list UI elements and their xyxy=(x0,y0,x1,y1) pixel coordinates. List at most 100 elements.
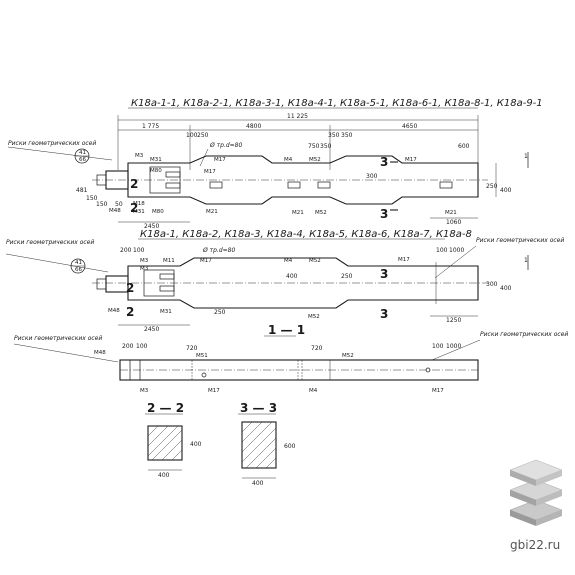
dim-bottom-1: 2450 xyxy=(144,223,159,230)
section-3-3: 3 — 3 400 600 xyxy=(238,401,296,487)
dim-mid-8: 250 xyxy=(341,273,353,280)
tag-elev-m4: М4 xyxy=(309,388,318,394)
cut-mark-3-mid-top: 3 xyxy=(380,267,388,281)
risk-leader xyxy=(7,146,113,161)
dim-elev-4: 720 xyxy=(311,345,323,352)
risk-leader xyxy=(431,339,481,361)
tag-m17-c: М17 xyxy=(405,157,417,163)
sheet-ref-mid-bottom: 66 xyxy=(75,267,82,273)
dim-mid-1: 200 xyxy=(120,247,132,254)
cut-mark-2-top: 2 xyxy=(130,177,138,191)
dim-small-4: 350 xyxy=(341,132,353,139)
arrow-1-top: 1 xyxy=(524,153,528,160)
embedded-plate xyxy=(165,182,181,189)
tag-mid-m3-b: М3 xyxy=(140,266,149,272)
section-3-rect xyxy=(241,421,277,469)
cut-mark-2-bottom: 2 xyxy=(130,201,138,215)
section-3-width: 400 xyxy=(252,480,264,487)
embedded-plate xyxy=(317,181,331,189)
embedded-plate xyxy=(209,181,223,189)
tag-mid-m31: М31 xyxy=(160,309,172,315)
dim-left-3: 150 xyxy=(96,201,108,208)
watermark-logo: gbi22.ru xyxy=(509,459,563,552)
section-3-hatching xyxy=(241,421,277,469)
risk-leader xyxy=(434,245,477,279)
dim-mid-7: 250 xyxy=(214,309,226,316)
section-2-title: 2 — 2 xyxy=(147,401,184,415)
tag-elev-m51: М51 xyxy=(196,353,208,359)
tag-mid-m52-a: М52 xyxy=(309,258,321,264)
dim-top-2: 4800 xyxy=(246,123,261,130)
tag-m18: М18 xyxy=(133,201,145,207)
anchor-point xyxy=(201,372,207,378)
sheet-ref-top: 41 xyxy=(79,150,86,156)
tag-elev-m52: М52 xyxy=(342,353,354,359)
middle-plan: К18а-1, К18а-2, К18а-3, К18а-4, К18а-5, … xyxy=(5,229,564,333)
leader-line xyxy=(199,148,209,167)
sheet-ref-mid-top: 41 xyxy=(75,260,82,266)
risk-leader xyxy=(13,343,119,363)
stacked-slabs-icon xyxy=(509,459,563,526)
dim-bottom-2: 1060 xyxy=(446,219,461,226)
tag-m52-b: М52 xyxy=(315,210,327,216)
column-cap-mid xyxy=(96,278,107,290)
tag-mid-m52-b: М52 xyxy=(308,314,320,320)
tag-m80-b: М80 xyxy=(152,209,164,215)
tag-mid-m17-b: М17 xyxy=(398,257,410,263)
tag-m80: М80 xyxy=(150,168,162,174)
dim-top-3: 4650 xyxy=(402,123,417,130)
section-2-hatching xyxy=(147,425,183,461)
column-outline-top xyxy=(127,155,479,205)
section-2-2: 2 — 2 400 400 xyxy=(145,401,202,479)
dim-elev-5: 100 xyxy=(432,343,444,350)
tag-elev-m17-a: М17 xyxy=(208,388,220,394)
tag-m17-b: М17 xyxy=(204,169,216,175)
dim-right-1: 400 xyxy=(500,187,512,194)
watermark-text: gbi22.ru xyxy=(510,538,560,552)
sheet-ref-bottom: 66 xyxy=(79,157,86,163)
dim-mid-3: 100 xyxy=(436,247,448,254)
cut-mark-2-mid-bottom: 2 xyxy=(126,305,134,319)
dim-small-7: 600 xyxy=(458,143,470,150)
section-2-height: 400 xyxy=(190,441,202,448)
risk-label-mid-left: Риски геометрических осей xyxy=(6,239,94,246)
risk-label-elev-right: Риски геометрических осей xyxy=(480,331,568,338)
section-2-rect xyxy=(147,425,183,461)
tag-m17-a: М17 xyxy=(214,157,226,163)
elevation-title: 1 — 1 xyxy=(268,323,305,337)
tag-mid-m11: М11 xyxy=(163,258,175,264)
cut-mark-3-bottom: 3 xyxy=(380,207,388,221)
tag-m31-b: М31 xyxy=(133,209,145,215)
tag-m48: М48 xyxy=(109,208,121,214)
top-plan-title: К18а-1-1, К18а-2-1, К18а-3-1, К18а-4-1, … xyxy=(131,98,543,109)
dim-elev-1: 200 xyxy=(122,343,134,350)
tag-m21-c: М21 xyxy=(206,209,218,215)
dim-elev-3: 720 xyxy=(186,345,198,352)
column-outline-mid xyxy=(127,257,479,309)
section-3-height: 600 xyxy=(284,443,296,450)
dim-mid-4: 1000 xyxy=(449,247,464,254)
dim-left-1: 481 xyxy=(76,187,88,194)
tag-m52-a: М52 xyxy=(309,157,321,163)
risk-label-elev-left: Риски геометрических осей xyxy=(14,335,102,342)
dim-elev-6: 1000 xyxy=(446,343,461,350)
embedded-plate xyxy=(159,285,175,292)
embedded-plate xyxy=(165,171,181,178)
tag-elev-m48: М48 xyxy=(94,350,106,356)
cut-mark-3-top: 3 xyxy=(380,155,388,169)
tag-m3: М3 xyxy=(135,153,144,159)
tag-elev-m17-b: М17 xyxy=(432,388,444,394)
tag-mid-m4: М4 xyxy=(284,258,293,264)
mid-plan-title: К18а-1, К18а-2, К18а-3, К18а-4, К18а-5, … xyxy=(140,229,472,240)
dim-mid-2: 100 xyxy=(133,247,145,254)
dim-left-4: 50 xyxy=(115,201,123,208)
dim-small-2: 250 xyxy=(197,132,209,139)
tag-m21-b: М21 xyxy=(445,210,457,216)
embedded-plate xyxy=(287,181,301,189)
dim-mid-5: 2450 xyxy=(144,326,159,333)
dim-top-1: 1 775 xyxy=(142,123,159,130)
dim-mid-10: 400 xyxy=(500,285,512,292)
section-2-width: 400 xyxy=(158,472,170,479)
tag-elev-m3: М3 xyxy=(140,388,149,394)
